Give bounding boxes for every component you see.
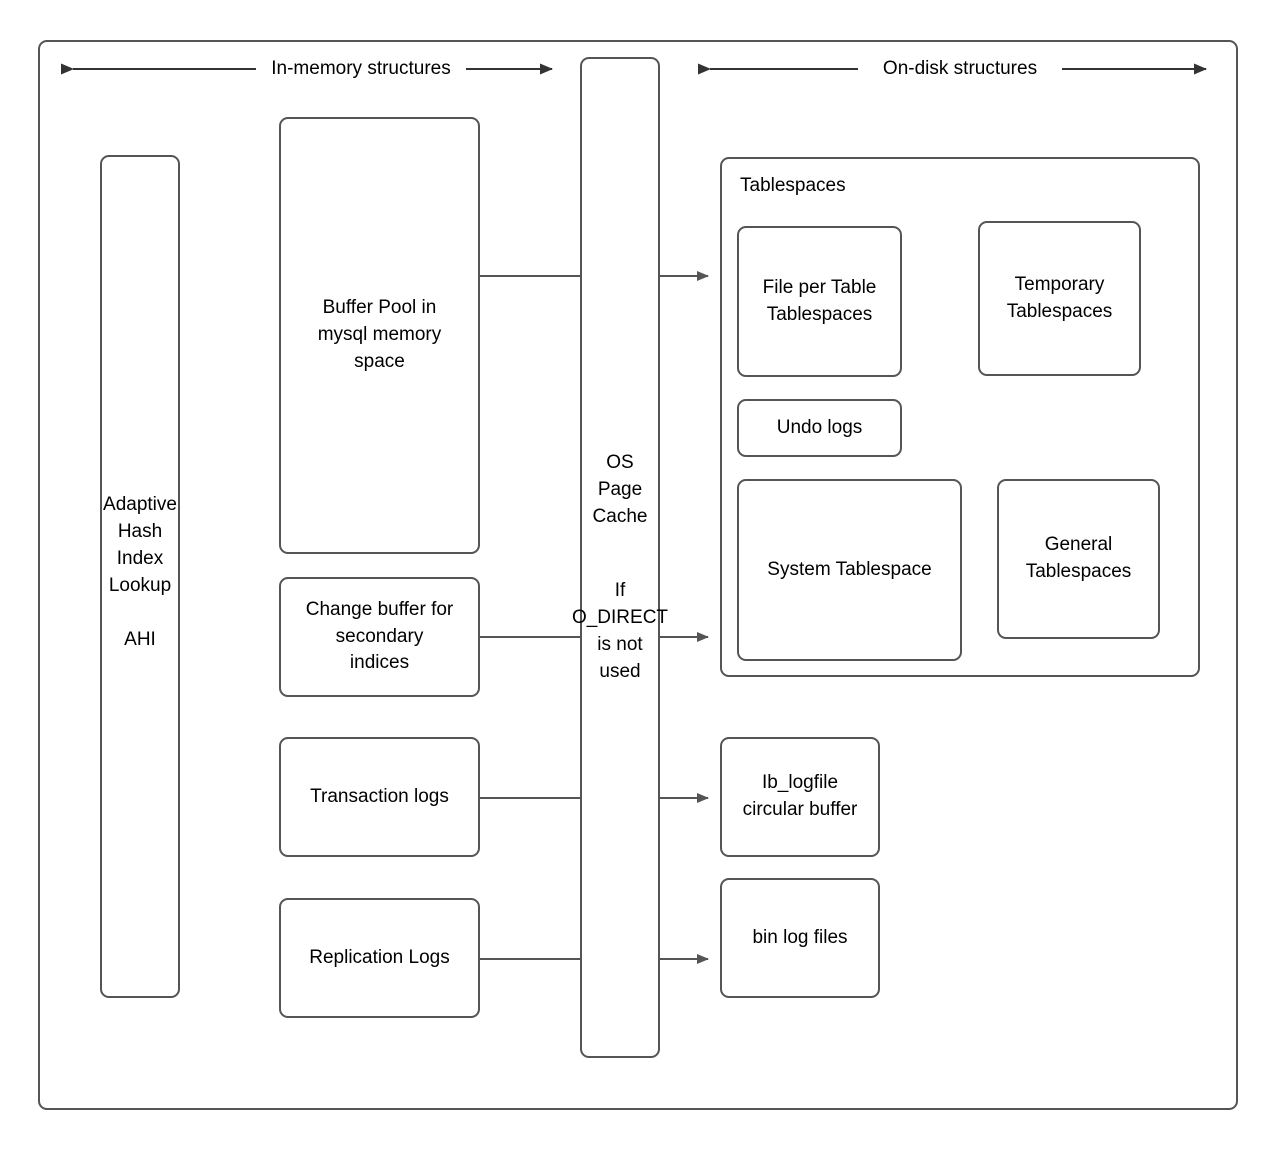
node-replication-logs[interactable]: Replication Logs <box>279 898 480 1018</box>
diagram-outer-frame <box>38 40 1238 1110</box>
node-os-page-cache[interactable] <box>580 57 660 1058</box>
node-bin-log-files[interactable]: bin log files <box>720 878 880 998</box>
group-tablespaces-label: Tablespaces <box>740 175 846 196</box>
node-transaction-logs[interactable]: Transaction logs <box>279 737 480 857</box>
band-label-on-disk: On-disk structures <box>882 58 1038 79</box>
node-general-tablespaces[interactable]: General Tablespaces <box>997 479 1160 639</box>
node-undo-logs[interactable]: Undo logs <box>737 399 902 457</box>
node-temporary-tablespaces[interactable]: Temporary Tablespaces <box>978 221 1141 376</box>
band-label-in-memory: In-memory structures <box>271 58 451 79</box>
node-file-per-table-tablespaces[interactable]: File per Table Tablespaces <box>737 226 902 377</box>
node-adaptive-hash-index[interactable] <box>100 155 180 998</box>
node-ib-logfile[interactable]: Ib_logfile circular buffer <box>720 737 880 857</box>
node-buffer-pool[interactable]: Buffer Pool in mysql memory space <box>279 117 480 554</box>
node-system-tablespace[interactable]: System Tablespace <box>737 479 962 661</box>
node-change-buffer[interactable]: Change buffer for secondary indices <box>279 577 480 697</box>
